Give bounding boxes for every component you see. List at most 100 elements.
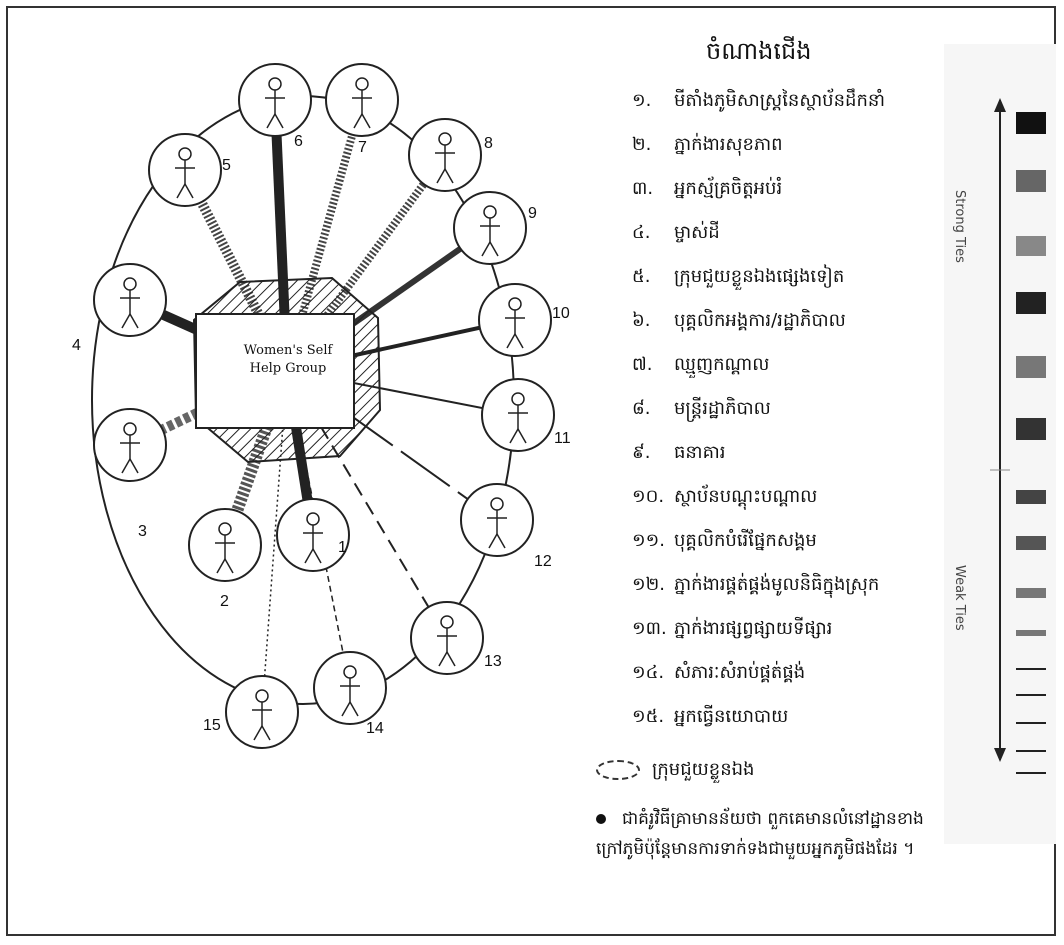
figure-icon xyxy=(435,132,455,184)
figure-icon xyxy=(175,147,195,199)
node-number: 7 xyxy=(358,139,367,156)
legend-item-number: ៣. xyxy=(632,178,654,199)
tie-sample xyxy=(1016,418,1046,440)
tie-sample xyxy=(1016,772,1046,774)
legend-item-number: ៩. xyxy=(632,442,651,463)
figure-icon xyxy=(487,497,507,549)
legend-item-number: ៦. xyxy=(632,310,651,331)
node-number: 15 xyxy=(203,717,221,734)
self-help-legend: ក្រុមជួយខ្លួនឯង xyxy=(596,757,754,784)
tie-sample xyxy=(1016,170,1046,192)
node-number: 2 xyxy=(220,593,229,610)
legend-item: ៤. ម្ចាស់ដី xyxy=(632,220,720,247)
node-number: 10 xyxy=(552,305,570,322)
figure-icon xyxy=(508,392,528,444)
legend-item-text: ឈ្មួញកណ្តាល xyxy=(674,354,770,375)
node-number: 4 xyxy=(72,337,81,354)
figure-icon xyxy=(252,689,272,741)
legend-item-text: មន្ត្រីរដ្ឋាភិបាល xyxy=(674,398,771,419)
legend-title: ចំណាងជើង xyxy=(706,37,812,65)
legend-item: ១៣. ភ្នាក់ងារផ្សព្វផ្សាយទីផ្សារ xyxy=(632,616,832,643)
legend-item: ៣. អ្នកស្ម័គ្រចិត្តអប់រំ xyxy=(632,176,782,203)
actor-nodes: 1 2 3 4 5 6 7 8 9 10 xyxy=(72,63,571,749)
legend-item-text: ស្ថាប័នបណ្តុះបណ្តាល xyxy=(674,486,818,507)
node-number: 11 xyxy=(554,430,571,447)
legend-item-text: បុគ្គលិកបំរើផ្នែកសង្គម xyxy=(674,530,817,551)
legend-item: ១១.បុគ្គលិកបំរើផ្នែកសង្គម xyxy=(632,528,817,555)
legend-item-text: ភ្នាក់ងារផ្គត់ផ្គង់មូលនិធិក្នុងស្រុក xyxy=(674,574,880,595)
legend-item-text: ម្ចាស់ដី xyxy=(674,222,720,243)
weak-ties-label: Weak Ties xyxy=(952,565,967,631)
legend-item-number: ៧. xyxy=(632,354,653,375)
figure-icon xyxy=(340,665,360,717)
node-number: 5 xyxy=(222,157,231,174)
node-number: 13 xyxy=(484,653,502,670)
tie-sample xyxy=(1016,490,1046,504)
legend-item-text: ភ្នាក់ងារសុខភាព xyxy=(674,134,783,155)
figure-icon xyxy=(265,77,285,129)
legend-item: ១៤. សំភារៈសំរាប់ផ្គត់ផ្គង់ xyxy=(632,660,805,687)
strong-ties-label: Strong Ties xyxy=(952,190,967,263)
legend-item: ៨. មន្ត្រីរដ្ឋាភិបាល xyxy=(632,396,771,423)
tie-link xyxy=(283,98,366,372)
node-number: 6 xyxy=(294,133,303,150)
tie-sample xyxy=(1016,722,1046,724)
node-number: 1 xyxy=(338,539,347,556)
legend-item-number: ១. xyxy=(632,90,652,111)
legend-item: ៥.ក្រុមជួយខ្លួនឯងផ្សេងទៀត xyxy=(632,264,844,291)
figure-icon xyxy=(120,277,140,329)
legend-item: ១២. ភ្នាក់ងារផ្គត់ផ្គង់មូលនិធិក្នុងស្រុក xyxy=(632,572,879,599)
tie-sample xyxy=(1016,630,1046,636)
legend-item: ១. មីតាំងភូមិសាស្ត្រនៃស្ថាប័នដឹកនាំ xyxy=(632,88,885,115)
legend-item-number: ១៥. xyxy=(632,706,665,727)
center-box xyxy=(195,313,355,429)
self-help-label: ក្រុមជួយខ្លួនឯង xyxy=(652,759,755,780)
node-number: 12 xyxy=(534,553,552,570)
legend-item-number: ១៣. xyxy=(632,618,667,639)
strength-scale xyxy=(990,98,1010,762)
legend-item-text: បុគ្គលិកអង្គការ/រដ្ឋាភិបាល xyxy=(674,310,846,331)
legend-item-number: ១៤. xyxy=(632,662,665,683)
legend-item-text: មីតាំងភូមិសាស្ត្រនៃស្ថាប័នដឹកនាំ xyxy=(674,90,886,111)
note-text: ជាគំរូវិធីគ្រាមានន័យថា ពួកគេមានលំនៅដ្ឋាន… xyxy=(596,809,924,859)
bullet-icon xyxy=(596,814,606,824)
legend-item-number: ៨. xyxy=(632,398,651,419)
tie-sample xyxy=(1016,536,1046,550)
legend-item: ១០. ស្ថាប័នបណ្តុះបណ្តាល xyxy=(632,484,817,511)
legend-item-text: សំភារៈសំរាប់ផ្គត់ផ្គង់ xyxy=(674,662,806,683)
node-number: 9 xyxy=(528,205,537,222)
legend-item-number: ១២. xyxy=(632,574,665,595)
legend-note: ជាគំរូវិធីគ្រាមានន័យថា ពួកគេមានលំនៅដ្ឋាន… xyxy=(596,804,936,864)
center-label: Women's Self Help Group xyxy=(243,343,333,376)
figure-icon xyxy=(215,522,235,574)
figure-icon xyxy=(505,297,525,349)
legend-item: ២.ភ្នាក់ងារសុខភាព xyxy=(632,132,783,159)
legend-item: ៩. ធនាគារ xyxy=(632,440,725,467)
node-number: 8 xyxy=(484,135,493,152)
legend-item: ១៥. អ្នកធ្វើនយោបាយ xyxy=(632,704,788,731)
legend-item-text: ធនាគារ xyxy=(674,442,726,463)
figure-icon xyxy=(352,77,372,129)
figure-icon xyxy=(303,512,323,564)
tie-samples xyxy=(1016,112,1046,774)
legend-item-text: អ្នកស្ម័គ្រចិត្តអប់រំ xyxy=(674,178,783,199)
legend-item: ៧. ឈ្មួញកណ្តាល xyxy=(632,352,769,379)
tie-sample xyxy=(1016,112,1046,134)
legend-item-text: ភ្នាក់ងារផ្សព្វផ្សាយទីផ្សារ xyxy=(674,618,833,639)
tie-link xyxy=(261,369,288,713)
tie-sample xyxy=(1016,668,1046,670)
legend-item-number: ៥. xyxy=(632,266,651,287)
legend-item: ៦. បុគ្គលិកអង្គការ/រដ្ឋាភិបាល xyxy=(632,308,846,335)
tie-sample xyxy=(1016,292,1046,314)
tie-sample xyxy=(1016,750,1046,752)
tie-sample xyxy=(1016,356,1046,378)
legend-item-number: ១០. xyxy=(632,486,665,507)
tie-sample xyxy=(1016,588,1046,598)
tie-sample xyxy=(1016,236,1046,256)
figure-icon xyxy=(437,615,457,667)
figure-icon xyxy=(120,422,140,474)
dashed-ellipse-icon xyxy=(596,760,640,780)
legend-item-number: ៤. xyxy=(632,222,651,243)
legend-item-text: អ្នកធ្វើនយោបាយ xyxy=(674,706,789,727)
